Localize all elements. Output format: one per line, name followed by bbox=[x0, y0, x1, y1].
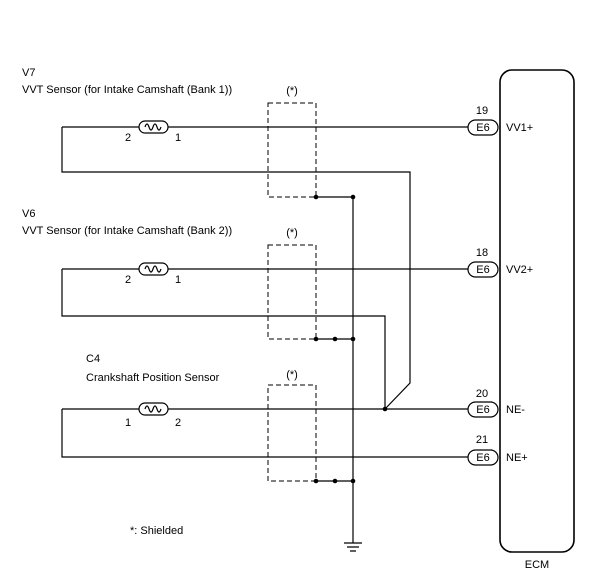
sensor-v6-name: VVT Sensor (for Intake Camshaft (Bank 2)… bbox=[22, 225, 232, 237]
terminal-signal: VV1+ bbox=[506, 122, 533, 134]
ecm-terminal-19: 19 E6 VV1+ bbox=[467, 105, 533, 136]
shield-box-2 bbox=[267, 244, 317, 340]
shield-junction-1a bbox=[313, 194, 319, 200]
sensor-v6-symbol bbox=[138, 262, 169, 276]
terminal-signal: VV2+ bbox=[506, 264, 533, 276]
sensor-v7-symbol bbox=[138, 120, 169, 134]
terminal-connector: E6 bbox=[476, 264, 489, 276]
sensor-c4-symbol bbox=[138, 402, 169, 416]
sensor-c4-name: Crankshaft Position Sensor bbox=[86, 372, 220, 384]
shield-box-1 bbox=[267, 102, 317, 198]
shield-label-3: (*) bbox=[286, 369, 298, 381]
sensor-c4-code: C4 bbox=[86, 353, 100, 365]
terminal-pin-number: 21 bbox=[476, 434, 488, 446]
ne-minus-junction bbox=[382, 406, 388, 412]
sensor-v7-pin-left: 2 bbox=[125, 132, 131, 144]
sensor-v6-pin-right: 1 bbox=[175, 274, 181, 286]
ecm-terminal-18: 18 E6 VV2+ bbox=[467, 247, 533, 278]
connector-shape bbox=[467, 401, 499, 418]
terminal-connector: E6 bbox=[476, 404, 489, 416]
sensor-v7-pin-right: 1 bbox=[175, 132, 181, 144]
shield-label-1: (*) bbox=[286, 85, 298, 97]
terminal-pin-number: 18 bbox=[476, 247, 488, 259]
shield-junction-3b bbox=[332, 478, 338, 484]
ecm-box bbox=[499, 69, 575, 553]
ecm-label: ECM bbox=[525, 559, 549, 571]
terminal-pin-number: 19 bbox=[476, 105, 488, 117]
sensor-v6-code: V6 bbox=[22, 208, 35, 220]
wire-v6-return bbox=[61, 269, 386, 409]
ground-icon bbox=[344, 542, 362, 552]
connector-shape bbox=[467, 449, 499, 466]
sensor-v6-pin-left: 2 bbox=[125, 274, 131, 286]
sensor-v7-name: VVT Sensor (for Intake Camshaft (Bank 1)… bbox=[22, 84, 232, 96]
wire-ne-plus bbox=[61, 409, 468, 458]
terminal-signal: NE+ bbox=[506, 452, 528, 464]
terminal-signal: NE- bbox=[506, 404, 525, 416]
sensor-c4-pin-right: 2 bbox=[175, 417, 181, 429]
wire-v7-return bbox=[61, 127, 411, 410]
shield-junction-2b bbox=[332, 336, 338, 342]
shield-label-2: (*) bbox=[286, 227, 298, 239]
sensor-v7-code: V7 bbox=[22, 67, 35, 79]
shield-junction-3a bbox=[313, 478, 319, 484]
shield-junction-2a bbox=[313, 336, 319, 342]
connector-shape bbox=[467, 261, 499, 278]
sensor-c4-pin-left: 1 bbox=[125, 417, 131, 429]
shield-note: *: Shielded bbox=[130, 525, 183, 537]
terminal-pin-number: 20 bbox=[476, 388, 488, 400]
shield-box-3 bbox=[267, 384, 317, 482]
terminal-connector: E6 bbox=[476, 122, 489, 134]
ecm-terminal-20: 20 E6 NE- bbox=[467, 388, 525, 418]
ecm-terminal-21: 21 E6 NE+ bbox=[467, 434, 528, 466]
terminal-connector: E6 bbox=[476, 452, 489, 464]
connector-shape bbox=[467, 119, 499, 136]
